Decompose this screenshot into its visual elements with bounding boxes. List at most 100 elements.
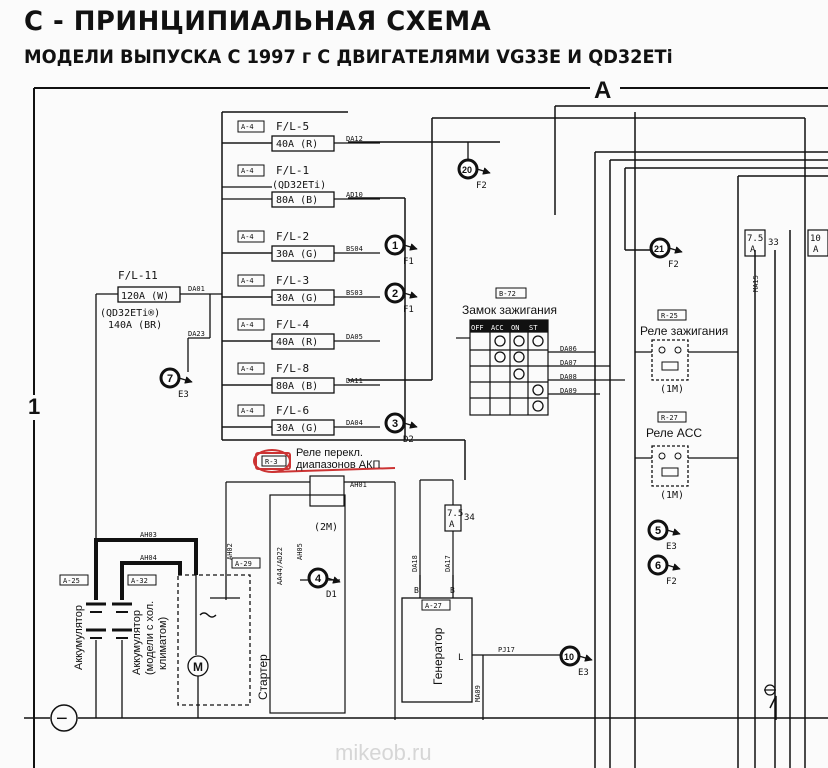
fuse-name: F/L-5 [276, 120, 309, 133]
connector-dest: F2 [476, 181, 487, 191]
generator-tag: A-27 [425, 602, 442, 610]
generator-wire-a: DA18 [411, 555, 419, 572]
main-fuse-name: F/L-11 [118, 269, 158, 282]
fuse-tag: A-4 [241, 407, 254, 415]
main-fuse-rating: 120A (W) [121, 291, 169, 302]
ignition-switch-header [470, 320, 548, 332]
relay-label: Реле зажигания [640, 324, 728, 338]
relay-label: Реле ACC [646, 426, 702, 440]
ignition-contact [532, 400, 544, 412]
fuse-wire: BS04 [346, 245, 363, 253]
battery-1-label: Аккумулятор [73, 605, 85, 670]
connector-num: 5 [655, 525, 661, 537]
fuse-rating: 40A (R) [276, 139, 318, 150]
generator-pin-b1: B [414, 586, 419, 595]
ignition-switch-tag: B-72 [499, 290, 516, 298]
fuse-name: F/L-8 [276, 362, 309, 375]
connector-dest: F1 [403, 305, 414, 315]
fuse-rating: 80A (B) [276, 381, 318, 392]
starter-wire: AH02 [226, 543, 234, 560]
generator-label: Генератор [431, 627, 445, 685]
frame [33, 87, 828, 768]
small-fuse-33-bottom: A [750, 245, 756, 255]
ignition-switch-label: Замок зажигания [462, 303, 557, 317]
fuse-name: F/L-1 [276, 164, 309, 177]
small-fuse-34 [419, 479, 462, 590]
fuse-wire: DA04 [346, 419, 363, 427]
fuse-tag: A-4 [241, 123, 254, 131]
main-fuse-note: (QD32ETi®) [100, 308, 160, 319]
ignition-contact [513, 351, 525, 363]
small-fuse-34-bottom: A [449, 520, 455, 530]
ignition-col-acc: ACC [491, 324, 504, 332]
connector-dest: F2 [668, 260, 679, 270]
battery-2-label-1: Аккумулятор [131, 610, 143, 675]
ignition-col-on: ON [511, 324, 519, 332]
small-fuse-33 [744, 229, 766, 257]
battery-2-label-2: (модели с хол. [144, 601, 156, 675]
connector-2: 2F1 [384, 282, 418, 315]
relay-tag: R-27 [661, 414, 678, 422]
page-subtitle: МОДЕЛИ ВЫПУСКА С 1997 г С ДВИГАТЕЛЯМИ VG… [24, 46, 673, 68]
battery-1-wire: AH03 [140, 531, 157, 539]
ignition-contact [494, 351, 506, 363]
frame-marker-left: 1 [28, 394, 40, 419]
fuse-name: F/L-4 [276, 318, 309, 331]
generator-wire-l: PJ17 [498, 646, 515, 654]
starter [177, 570, 251, 718]
fuse-rating: 80A (B) [276, 195, 318, 206]
ignition-wire: DA06 [560, 345, 577, 353]
relay-tag: R-25 [661, 312, 678, 320]
fuse-wire: DA12 [346, 135, 363, 143]
connector-dest: F2 [666, 577, 677, 587]
connector-dest: F1 [403, 257, 414, 267]
fuse-row-7: A-4 F/L-6 30A (G) DA04 [222, 404, 380, 436]
generator-pin-b2: B [450, 586, 455, 595]
generator [401, 575, 560, 720]
fuse-rating: 30A (G) [276, 249, 318, 260]
connector-num: 21 [654, 244, 664, 254]
connector-dest: D1 [326, 590, 337, 600]
connector-dest: E3 [666, 542, 677, 552]
connector-num: 6 [655, 560, 661, 572]
ignition-contact [532, 384, 544, 396]
small-fuse-10a-top: 10 [810, 234, 821, 244]
starter-motor: M [193, 660, 203, 674]
generator-pin-l: L [458, 653, 463, 663]
generator-wire-b: DA17 [444, 555, 452, 572]
starter-label: Стартер [256, 654, 270, 700]
connector-5: 5E3 [647, 519, 681, 552]
connector-dest: E3 [178, 390, 189, 400]
connector-4: 4D1 [307, 567, 341, 600]
ignition-contact [532, 335, 544, 347]
small-fuse-33-top: 7.5 [747, 234, 763, 244]
starter-tag: A-29 [235, 560, 252, 568]
connector-6: 6F2 [647, 554, 681, 587]
relay-code: (1M) [660, 384, 684, 395]
fuse-wire: BS03 [346, 289, 363, 297]
fuse-tag: A-4 [241, 167, 254, 175]
connector-num: 20 [462, 165, 472, 175]
akp-relay-label-1: Реле перекл. [296, 447, 363, 459]
right-buses [348, 105, 828, 768]
small-fuse-34-top: 7.5 [447, 509, 463, 519]
fuse-wire: DA05 [346, 333, 363, 341]
connector-num: 1 [392, 240, 398, 252]
small-fuse-33-wire: MA15 [752, 275, 760, 292]
small-fuse-10a-bottom: A [813, 245, 819, 255]
main-fuse-wire-down: DA23 [188, 330, 205, 338]
fuse-note: (QD32ETi) [272, 180, 326, 191]
wire-ah05: AH05 [296, 543, 304, 560]
fuse-name: F/L-6 [276, 404, 309, 417]
fuse-rating: 30A (G) [276, 423, 318, 434]
relay-code: (1M) [660, 490, 684, 501]
akp-relay-wire: AH01 [350, 481, 367, 489]
